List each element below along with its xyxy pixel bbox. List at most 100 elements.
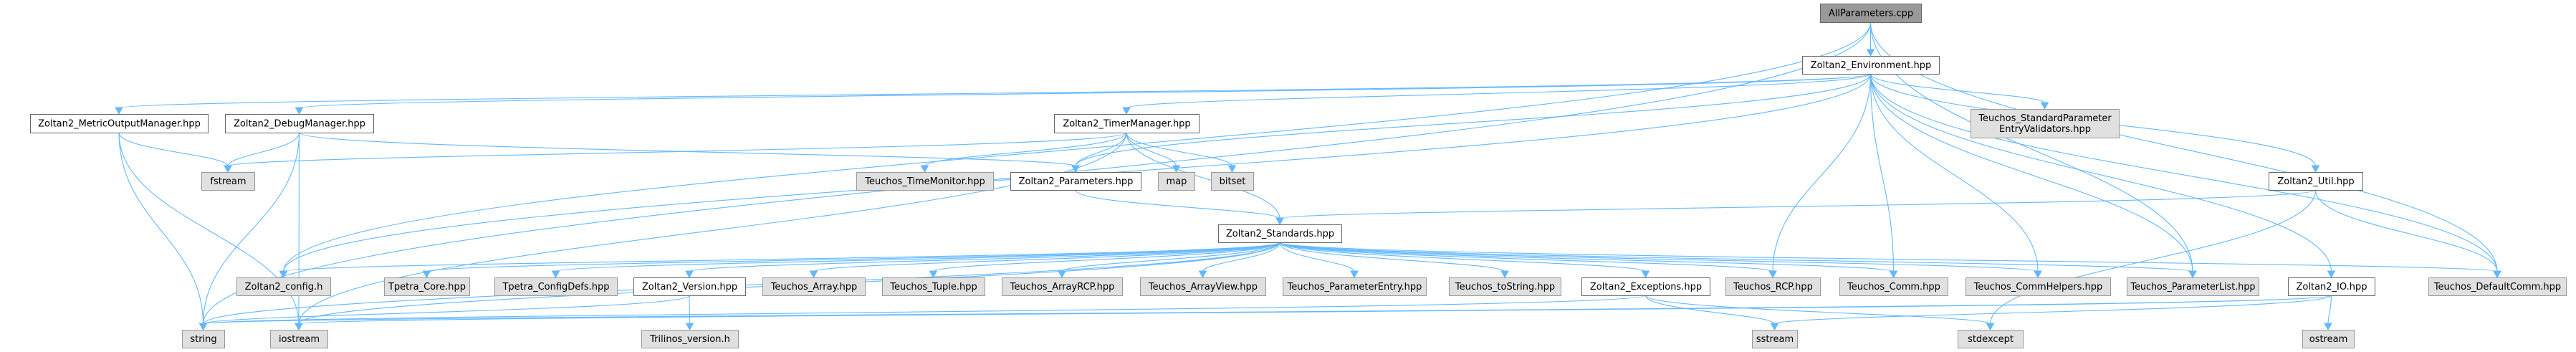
node-ttostring[interactable]: Teuchos_toString.hpp (1449, 277, 1561, 296)
edge-timer-to-params (1075, 132, 1127, 167)
edge-env-to-stdvalid (1869, 73, 2046, 104)
node-label: Teuchos_ParameterList.hpp (2130, 282, 2256, 292)
edge-timer-to-timemon (924, 132, 1127, 167)
edge-standards-to-version (689, 242, 1280, 272)
edge-timer-to-bitset (1126, 132, 1233, 167)
node-tarray[interactable]: Teuchos_Array.hpp (762, 277, 866, 296)
node-label: Teuchos_Array.hpp (770, 282, 858, 292)
edge-version-to-trilversion (689, 295, 691, 325)
node-tcommhelpers[interactable]: Teuchos_CommHelpers.hpp (1965, 277, 2111, 296)
edge-standards-to-tarrayrcp (1061, 242, 1280, 272)
node-tarrayrcp[interactable]: Teuchos_ArrayRCP.hpp (1002, 277, 1123, 296)
node-tparamentry[interactable]: Teuchos_ParameterEntry.hpp (1283, 277, 1427, 296)
node-label: iostream (279, 334, 320, 345)
edge-standards-to-ttostring (1279, 242, 1505, 272)
node-metric[interactable]: Zoltan2_MetricOutputManager.hpp (30, 114, 209, 133)
edge-timer-to-fstream (227, 132, 1127, 167)
edge-env-to-tcomm (1869, 73, 1895, 272)
edge-io-to-iostream (298, 295, 2332, 325)
edge-standards-to-tparamentry (1279, 242, 1355, 272)
node-trcp[interactable]: Teuchos_RCP.hpp (1725, 277, 1821, 296)
arrowhead-env-to-util (2311, 165, 2320, 173)
edge-allparams-to-config (282, 22, 1872, 272)
node-label: Zoltan2_Parameters.hpp (1019, 176, 1134, 187)
node-tparamlist[interactable]: Teuchos_ParameterList.hpp (2127, 277, 2259, 296)
node-label: Teuchos_DefaultComm.hpp (2433, 282, 2561, 292)
node-label: bitset (1220, 176, 1246, 187)
node-string[interactable]: string (182, 330, 225, 348)
node-ostream[interactable]: ostream (2302, 330, 2355, 348)
node-tdefcomm[interactable]: Teuchos_DefaultComm.hpp (2428, 277, 2567, 296)
edge-env-to-debug (298, 73, 1872, 109)
edge-debug-to-fstream (227, 132, 300, 167)
node-box (633, 277, 746, 296)
edges-layer (115, 22, 2501, 331)
edge-standards-to-tcomm (1279, 242, 1895, 272)
arrowhead-standards-to-exceptions (1641, 270, 1650, 279)
arrowhead-standards-to-tparamentry (1350, 270, 1359, 279)
node-config[interactable]: Zoltan2_config.h (236, 277, 331, 296)
node-box (856, 172, 994, 191)
node-label: Zoltan2_TimerManager.hpp (1063, 119, 1190, 130)
node-label: ostream (2309, 334, 2348, 345)
edge-exceptions-to-stdexcept (1644, 295, 1991, 325)
arrowhead-env-to-stdvalid (2040, 102, 2049, 110)
node-stdexcept[interactable]: stdexcept (1958, 330, 2024, 348)
edge-standards-to-exceptions (1279, 242, 1647, 272)
node-label: Zoltan2_Util.hpp (2277, 176, 2354, 187)
node-label: Zoltan2_Version.hpp (642, 282, 737, 292)
arrowhead-io-to-iostream (295, 323, 303, 331)
node-fstream[interactable]: fstream (201, 172, 255, 191)
node-version[interactable]: Zoltan2_Version.hpp (633, 277, 746, 296)
arrowhead-standards-to-tcore (422, 270, 431, 279)
node-util[interactable]: Zoltan2_Util.hpp (2269, 172, 2363, 191)
node-io[interactable]: Zoltan2_IO.hpp (2288, 277, 2375, 296)
node-ttuple[interactable]: Teuchos_Tuple.hpp (882, 277, 985, 296)
arrowhead-version-to-trilversion (685, 323, 694, 331)
node-box (882, 277, 985, 296)
arrowhead-io-to-sstream (1770, 323, 1779, 331)
node-box (1054, 114, 1200, 133)
edge-standards-to-tconfig (555, 242, 1280, 272)
node-timer[interactable]: Zoltan2_TimerManager.hpp (1054, 114, 1200, 133)
edge-env-to-metric (118, 73, 1872, 109)
node-box (1752, 330, 1798, 348)
edge-allparams-to-tdefcomm (1869, 22, 2498, 272)
arrowhead-env-to-metric (115, 107, 123, 115)
node-label: Teuchos_RCP.hpp (1733, 282, 1813, 292)
node-stdvalid[interactable]: Teuchos_StandardParameterEntryValidators… (1971, 109, 2120, 138)
edge-timer-to-standards (1126, 132, 1280, 219)
arrowhead-standards-to-config (279, 270, 288, 279)
node-tcomm[interactable]: Teuchos_Comm.hpp (1839, 277, 1948, 296)
arrowhead-util-to-standards (1275, 217, 1284, 226)
arrowhead-standards-to-tparamlist (2188, 270, 2197, 279)
node-iostream[interactable]: iostream (270, 330, 328, 348)
node-tarrayview[interactable]: Teuchos_ArrayView.hpp (1140, 277, 1266, 296)
node-tconfig[interactable]: Tpetra_ConfigDefs.hpp (494, 277, 618, 296)
edge-env-to-io (1869, 73, 2332, 272)
node-label: Teuchos_StandardParameter (1978, 113, 2112, 124)
node-box (1449, 277, 1561, 296)
node-exceptions[interactable]: Zoltan2_Exceptions.hpp (1581, 277, 1710, 296)
node-box (182, 330, 225, 348)
node-tcore[interactable]: Tpetra_Core.hpp (384, 277, 470, 296)
node-params[interactable]: Zoltan2_Parameters.hpp (1010, 172, 1141, 191)
node-sstream[interactable]: sstream (1752, 330, 1798, 348)
node-timemon[interactable]: Teuchos_TimeMonitor.hpp (856, 172, 994, 191)
node-env[interactable]: Zoltan2_Environment.hpp (1802, 56, 1940, 75)
node-box (1820, 4, 1922, 23)
edge-standards-to-ttuple (932, 242, 1280, 272)
node-allparams[interactable]: AllParameters.cpp (1820, 4, 1922, 23)
edge-env-to-params (1075, 73, 1872, 167)
node-standards[interactable]: Zoltan2_Standards.hpp (1218, 224, 1342, 243)
arrowhead-allparams-to-env (1866, 49, 1875, 57)
node-box (2428, 277, 2567, 296)
node-map[interactable]: map (1158, 172, 1195, 191)
node-label: fstream (210, 176, 246, 187)
node-debug[interactable]: Zoltan2_DebugManager.hpp (225, 114, 374, 133)
node-label: Teuchos_CommHelpers.hpp (1973, 282, 2103, 292)
arrowhead-standards-to-version (685, 270, 694, 279)
node-bitset[interactable]: bitset (1211, 172, 1254, 191)
node-trilversion[interactable]: Trilinos_version.h (641, 330, 739, 348)
node-label: Trilinos_version.h (649, 334, 730, 345)
